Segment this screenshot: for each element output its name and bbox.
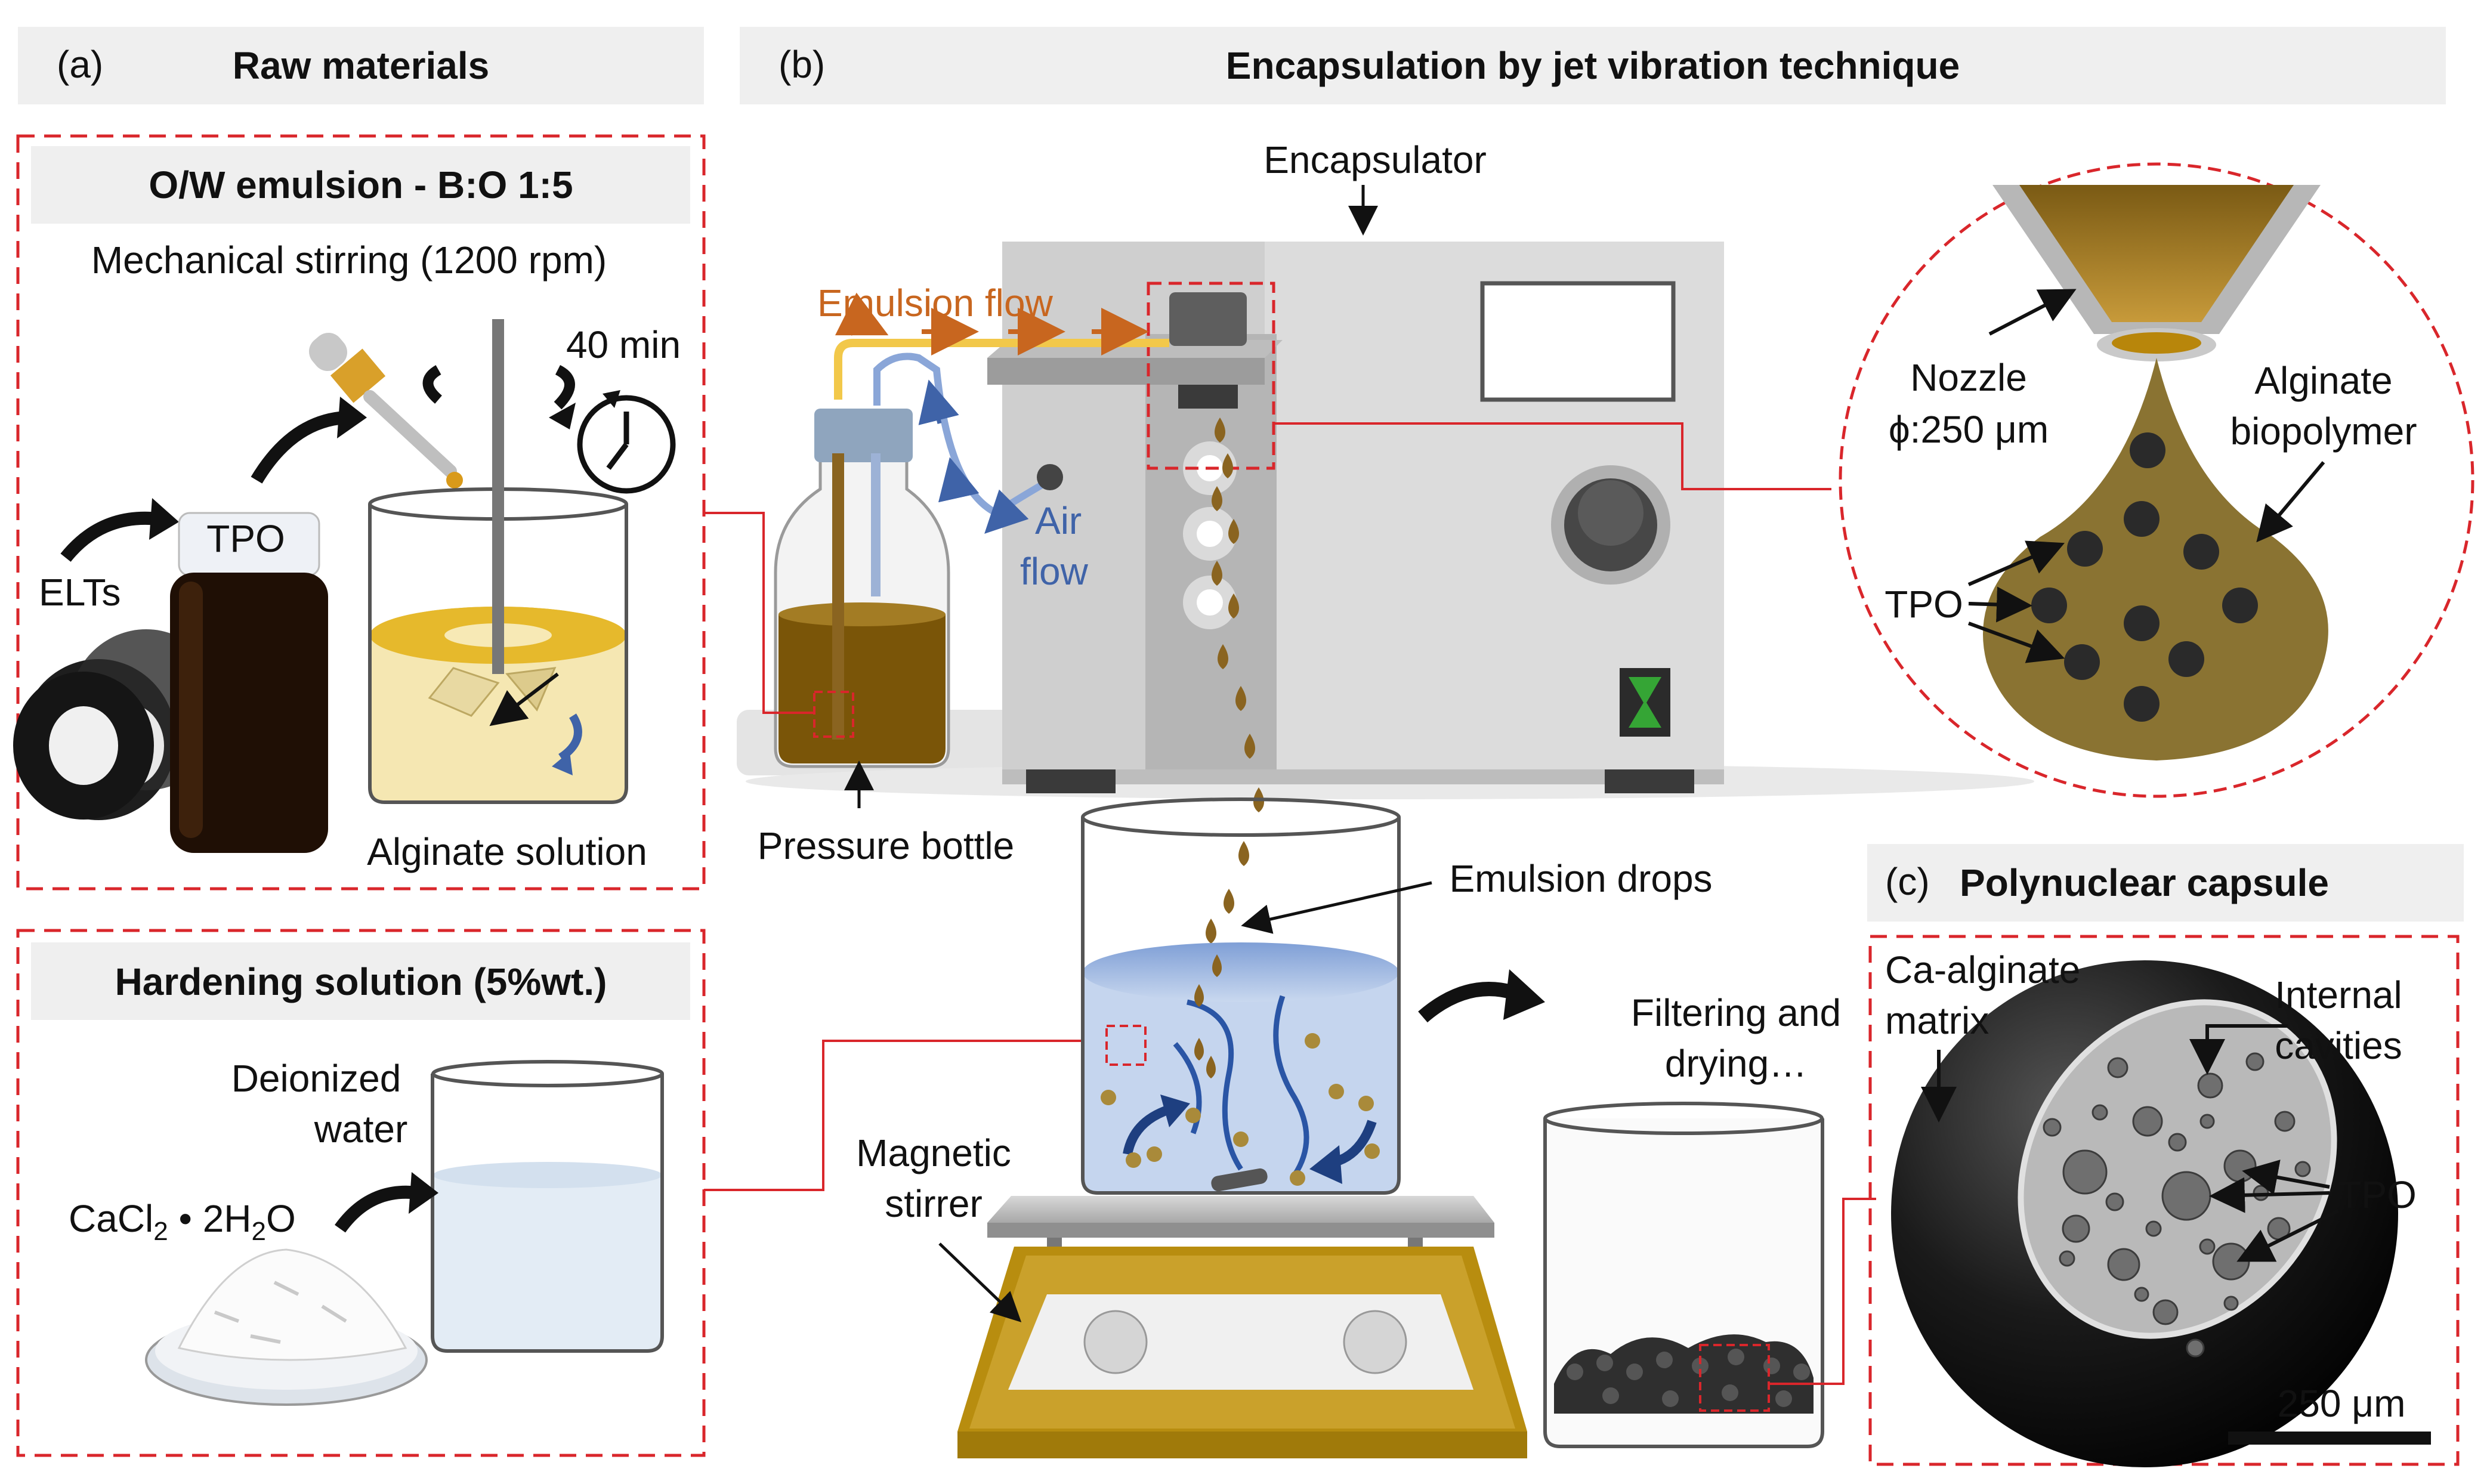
arrowhead-icon (409, 1172, 438, 1214)
panel-a-header: (a) Raw materials (18, 27, 704, 104)
scale-bar-label: 250 μm (2278, 1382, 2406, 1425)
pressure-bottle (774, 409, 950, 768)
air-flow-label-2: flow (1020, 550, 1089, 593)
pressure-bottle-label: Pressure bottle (758, 824, 1014, 867)
scale-bar (2228, 1432, 2431, 1445)
air-flow-label-1: Air (1035, 499, 1082, 542)
curved-arrow-icon (335, 1185, 419, 1233)
alginate-label-1: Alginate (2254, 359, 2392, 402)
hardening-beaker (1081, 797, 1401, 1195)
panel-b-title: Encapsulation by jet vibration technique (1226, 44, 1960, 87)
arrowhead-icon (337, 397, 367, 438)
emulsion-tube (834, 339, 1169, 400)
water-label-1: Deionized (231, 1057, 401, 1100)
time-label: 40 min (566, 323, 681, 366)
cavities-label-2: cavities (2275, 1024, 2402, 1067)
emulsion-box-title: O/W emulsion - B:O 1:5 (149, 163, 573, 206)
matrix-label-2: matrix (1885, 999, 1989, 1042)
emulsion-flow-label: Emulsion flow (817, 282, 1054, 324)
alginate-solution-label: Alginate solution (367, 830, 647, 873)
filtering-label-1: Filtering and (1631, 991, 1841, 1034)
tpo-label-capsule: TPO (2338, 1173, 2417, 1216)
panel-b-letter: (b) (778, 43, 825, 86)
connector-line (704, 512, 814, 714)
alginate-label-2: biopolymer (2230, 410, 2417, 453)
panel-c-header (1867, 844, 2464, 922)
nozzle-label-2: ϕ:250 μm (1889, 408, 2049, 451)
clock-icon (577, 390, 676, 494)
curved-arrow-icon (251, 411, 347, 484)
falling-drops (1206, 418, 1264, 944)
tpo-label-zoom: TPO (1885, 583, 1963, 626)
rotation-arrow-icon (422, 364, 575, 410)
panel-b: Encapsulator Emulsion flow (704, 138, 2474, 1458)
panel-b-header: (b) Encapsulation by jet vibration techn… (740, 27, 2446, 104)
alginate-beaker (368, 319, 628, 804)
dropper-icon (308, 332, 463, 489)
matrix-label-1: Ca-alginate (1885, 948, 2080, 991)
emulsion-drops-label: Emulsion drops (1449, 857, 1712, 900)
arrowhead-icon (149, 498, 179, 540)
stirring-label: Mechanical stirring (1200 rpm) (91, 239, 607, 282)
arrowhead-icon (1503, 969, 1545, 1020)
elts-label: ELTs (39, 571, 121, 614)
curved-arrow-icon (1418, 982, 1518, 1023)
filtering-label-2: drying… (1665, 1042, 1807, 1085)
emulsion-box: O/W emulsion - B:O 1:5 Mechanical stirri… (13, 134, 706, 891)
magnetic-label-1: Magnetic (856, 1131, 1011, 1174)
connector-line (704, 1040, 1110, 1191)
magnetic-label-2: stirrer (885, 1182, 983, 1225)
panel-c-title: Polynuclear capsule (1960, 861, 2329, 904)
hardening-box-title: Hardening solution (5%wt.) (115, 960, 607, 1003)
panel-a-title: Raw materials (233, 44, 489, 87)
curved-arrow-icon (60, 511, 159, 562)
water-label-2: water (314, 1108, 408, 1151)
encapsulator-machine (987, 242, 1724, 793)
tpo-label-bottle: TPO (206, 517, 285, 560)
panel-c-letter: (c) (1885, 860, 1930, 903)
encapsulator-label: Encapsulator (1263, 138, 1487, 181)
capsule-cross-section (1891, 960, 2398, 1467)
water-beaker (431, 1060, 664, 1353)
connector-line (1274, 422, 1831, 490)
cacl-formula: CaCl2 • 2H2O (69, 1197, 296, 1246)
connector-line (1769, 1198, 1876, 1385)
nozzle-label-1: Nozzle (1910, 356, 2027, 399)
cavities-label-1: Internal (2275, 973, 2402, 1016)
nozzle-zoom (1839, 162, 2474, 798)
panel-c: (c) Polynuclear capsule Ca-alginate matr… (1867, 844, 2464, 1467)
petri-dish-icon (145, 1248, 428, 1406)
arrowhead-icon (549, 403, 576, 429)
drying-beaker (1543, 1102, 1824, 1448)
tpo-bottle-icon (170, 512, 328, 853)
hardening-box: Hardening solution (5%wt.) Deionized wat… (16, 929, 706, 1457)
panel-a-letter: (a) (57, 43, 103, 86)
magnetic-stirrer (957, 1196, 1527, 1458)
